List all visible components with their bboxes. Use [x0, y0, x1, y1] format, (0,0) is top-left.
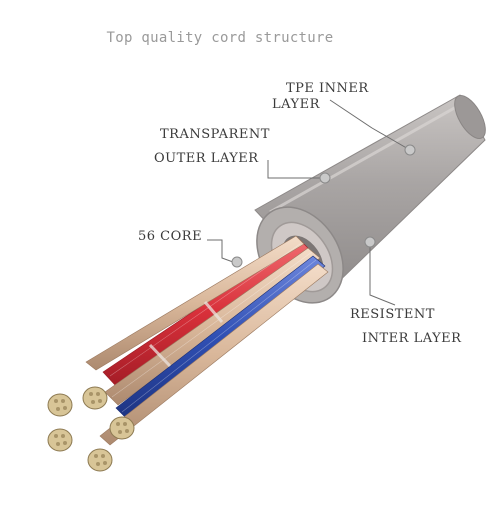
label-tpe-inner: TPE INNER [286, 81, 369, 96]
label-56-core: 56 CORE [138, 229, 203, 244]
label-resistent: RESISTENT [350, 307, 435, 322]
label-inter-layer: INTER LAYER [362, 331, 462, 346]
callout-transparent-outer-layer [267, 160, 331, 184]
wire-bundle [85, 235, 329, 446]
conductor-strands [54, 392, 129, 466]
label-tpe-layer: LAYER [272, 97, 320, 112]
callout-tpe-inner-layer [329, 99, 416, 156]
label-outer-layer: OUTER LAYER [154, 151, 259, 166]
conductor-tips [47, 386, 135, 472]
label-transparent: TRANSPARENT [160, 127, 270, 142]
diagram-title: Top quality cord structure [106, 30, 334, 46]
callout-resistent-inter-layer [364, 236, 396, 306]
callout-56-core [207, 239, 243, 268]
